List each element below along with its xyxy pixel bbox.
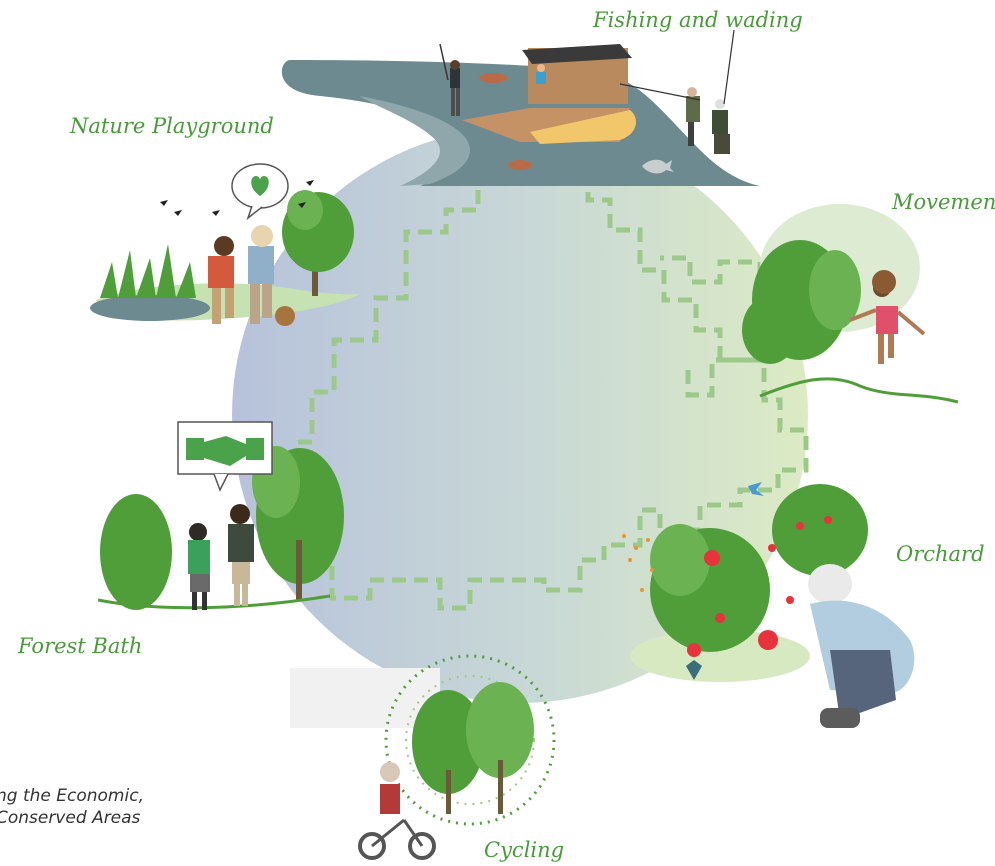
speech-bubble bbox=[177, 421, 273, 492]
child-red-shirt bbox=[208, 236, 234, 324]
child-blue-shirt bbox=[248, 225, 274, 324]
handshake-icon bbox=[186, 436, 264, 466]
bike-wheel bbox=[408, 832, 436, 860]
label-cycling: Cycling bbox=[484, 838, 565, 862]
movement-scene bbox=[742, 204, 959, 404]
child-fishing bbox=[536, 64, 546, 84]
fishing-scene bbox=[281, 29, 760, 186]
label-fishing: Fishing and wading bbox=[593, 8, 803, 32]
heart-icon bbox=[251, 176, 269, 196]
orange-particles bbox=[622, 534, 654, 592]
apples bbox=[687, 516, 832, 657]
caption-line-1: ng the Economic, bbox=[0, 786, 144, 806]
rock bbox=[508, 160, 532, 170]
rock bbox=[479, 73, 507, 83]
dotted-ring-outer bbox=[384, 654, 556, 826]
ball bbox=[872, 270, 896, 294]
label-movement: Movement bbox=[892, 190, 995, 214]
girl-green-sweater bbox=[188, 523, 210, 610]
bike-wheel bbox=[358, 832, 386, 860]
trees bbox=[412, 682, 534, 814]
ground-line bbox=[759, 377, 959, 404]
fisherman bbox=[439, 43, 460, 116]
girl-running bbox=[849, 270, 926, 364]
trees bbox=[742, 240, 861, 364]
cycling-scene bbox=[290, 654, 556, 860]
bird-icon bbox=[748, 482, 764, 496]
bird-icon bbox=[160, 180, 314, 216]
dotted-ring-inner bbox=[405, 675, 535, 805]
river-bank bbox=[360, 96, 470, 186]
tree bbox=[282, 190, 354, 296]
trees bbox=[650, 484, 868, 652]
woman-picking bbox=[808, 564, 915, 728]
label-forest-bath: Forest Bath bbox=[18, 634, 143, 658]
playground-scene bbox=[90, 163, 360, 326]
fish-icon bbox=[642, 159, 674, 174]
speech-bubble bbox=[231, 163, 289, 221]
boy-dark-shirt bbox=[228, 504, 254, 606]
caption: ng the Economic, Conserved Areas bbox=[0, 785, 144, 829]
orchard-scene bbox=[622, 482, 915, 728]
older-fishermen bbox=[619, 29, 735, 154]
pixel-haze bbox=[290, 668, 440, 728]
pond bbox=[90, 295, 210, 321]
hut-roof bbox=[522, 44, 632, 64]
label-nature-playground: Nature Playground bbox=[70, 114, 274, 138]
insect bbox=[686, 660, 702, 680]
forest-bath-scene bbox=[97, 421, 344, 610]
label-orchard: Orchard bbox=[896, 542, 985, 566]
ball bbox=[275, 306, 295, 326]
caption-line-2: Conserved Areas bbox=[0, 808, 141, 828]
reeds bbox=[100, 244, 196, 298]
child-on-bicycle bbox=[358, 762, 436, 860]
boat bbox=[530, 110, 636, 144]
